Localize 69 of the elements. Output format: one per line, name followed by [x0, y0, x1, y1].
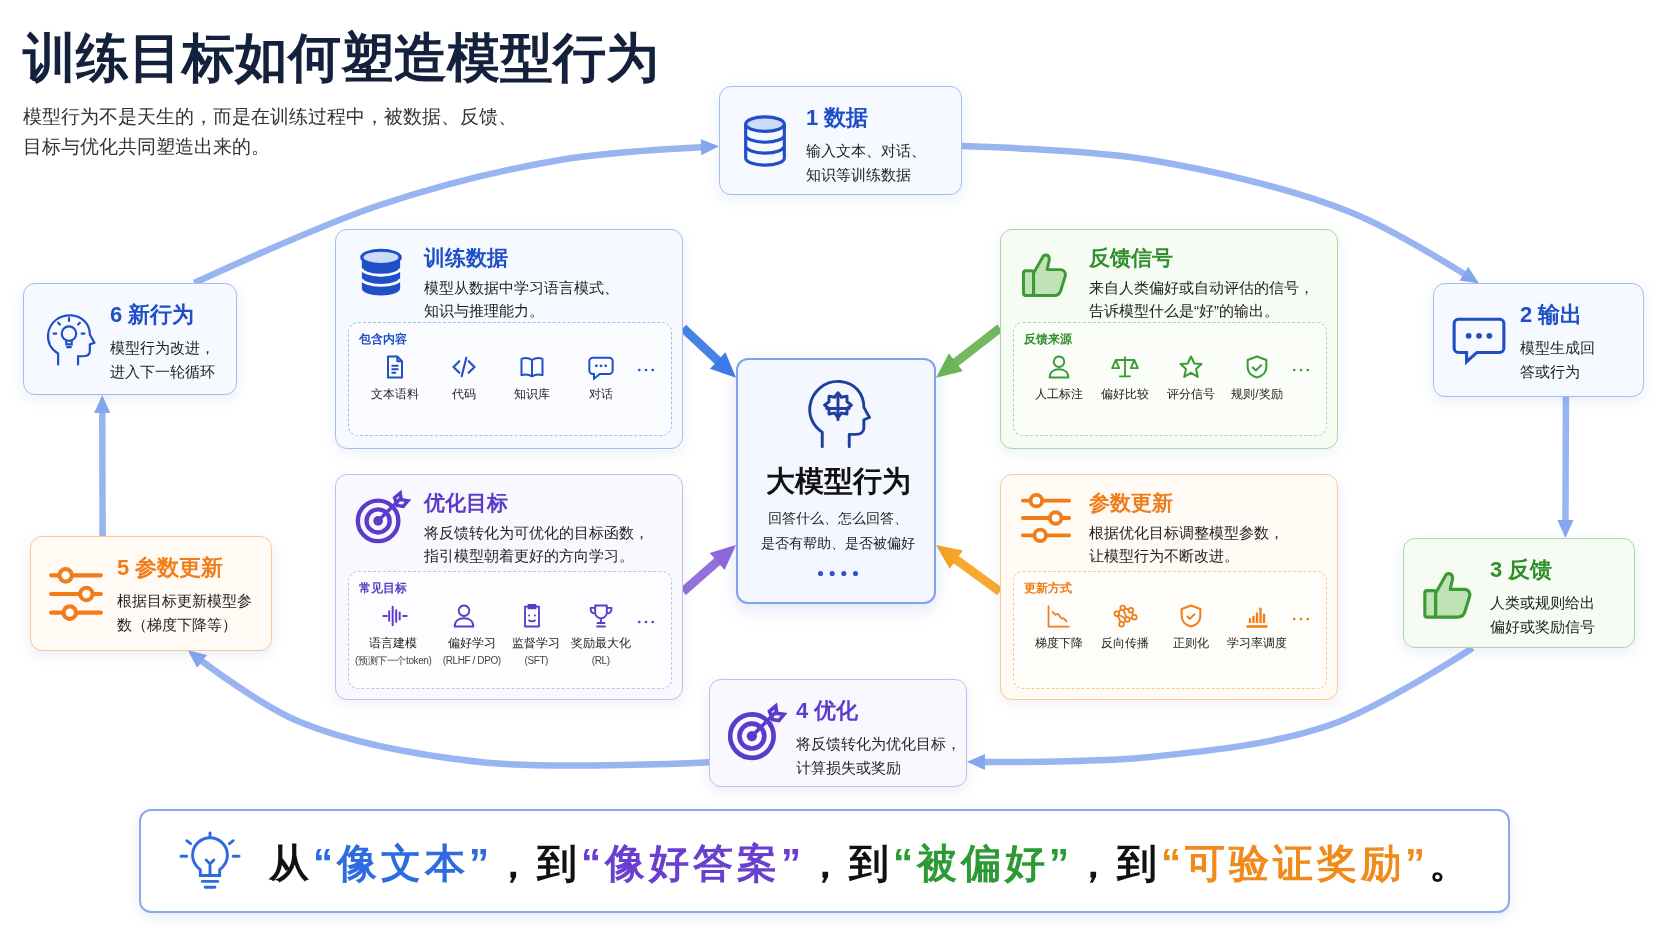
item-label: 偏好学习 — [447, 636, 496, 652]
summary-text: 从“像文本”，到“像好答案”，到“被偏好”，到“可验证奖励”。 — [269, 840, 1473, 887]
item-label: 奖励最大化 — [570, 636, 631, 652]
section-label: 常见目标 — [359, 580, 407, 597]
item-label: 梯度下降 — [1035, 636, 1083, 652]
panel-title: 反馈信号 — [1089, 245, 1173, 271]
subtitle: 模型行为不是天生的，而是在训练过程中，被数据、反馈、目标与优化共同塑造出来的。 — [23, 105, 518, 159]
item-label: 正则化 — [1173, 636, 1209, 652]
arrow — [94, 395, 111, 536]
card-text: 输入文本、对话、知识等训练数据 — [806, 141, 927, 185]
card-text: 将反馈转化为优化目标，计算损失或奖励 — [796, 734, 962, 778]
step-card — [1433, 283, 1644, 397]
item-label: 学习率调度 — [1227, 636, 1287, 652]
panel-title: 参数更新 — [1089, 490, 1173, 516]
card-text: 回答什么、怎么回答、是否有帮助、是否被偏好 — [760, 509, 916, 553]
section-label: 包含内容 — [359, 331, 407, 348]
panel-text: 将反馈转化为可优化的目标函数，指引模型朝着更好的方向学习。 — [424, 523, 650, 567]
objective-panel — [335, 474, 683, 700]
card-title: 2 输出 — [1520, 301, 1583, 329]
dashed-box — [348, 571, 672, 689]
section-label: 更新方式 — [1024, 580, 1072, 597]
card-text: 人类或规则给出偏好或奖励信号 — [1490, 593, 1596, 637]
panel-text: 模型从数据中学习语言模式、知识与推理能力。 — [424, 278, 620, 322]
item-note: (预测下一个token) — [355, 654, 432, 667]
card-title: 6 新行为 — [110, 301, 195, 329]
item-label: 人工标注 — [1035, 387, 1083, 403]
item-label: 规则/奖励 — [1231, 387, 1283, 403]
summary-banner — [139, 809, 1510, 913]
card-title: 1 数据 — [806, 104, 869, 132]
arrow — [187, 650, 710, 769]
step-card — [1403, 538, 1635, 648]
panel-title: 优化目标 — [424, 490, 508, 516]
section-label: 反馈来源 — [1024, 331, 1072, 348]
arrow — [1557, 397, 1574, 538]
item-label: 偏好比较 — [1101, 387, 1149, 403]
title: 训练目标如何塑造模型行为 — [23, 27, 659, 89]
panel-text: 来自人类偏好或自动评估的信号，告诉模型什么是“好”的输出。 — [1089, 278, 1315, 322]
data-panel — [335, 229, 683, 449]
item-note: (RL) — [591, 654, 610, 667]
update-panel — [1000, 474, 1338, 700]
card-text: 模型行为改进，进入下一轮循环 — [110, 338, 216, 382]
step-card — [30, 536, 272, 651]
step-card — [719, 86, 962, 195]
card-title: 4 优化 — [796, 697, 859, 725]
item-label: 评分信号 — [1167, 387, 1215, 403]
dashed-box — [348, 322, 672, 436]
item-note: (SFT) — [524, 654, 549, 667]
center-card — [736, 358, 936, 604]
item-label: 对话 — [588, 387, 613, 403]
feedback-panel — [1000, 229, 1338, 449]
item-label: 语言建模 — [369, 636, 418, 652]
card-title: 3 反馈 — [1490, 556, 1553, 584]
item-label: 知识库 — [514, 387, 551, 403]
card-text: 模型生成回答或行为 — [1520, 338, 1596, 382]
panel-text: 根据优化目标调整模型参数，让模型行为不断改进。 — [1089, 523, 1285, 567]
step-card — [23, 283, 237, 395]
panel-title: 训练数据 — [424, 245, 508, 271]
arrow — [961, 142, 1480, 284]
item-label: 监督学习 — [512, 636, 561, 652]
item-label: 代码 — [451, 387, 476, 403]
card-title: 5 参数更新 — [117, 554, 224, 582]
item-label: 反向传播 — [1101, 636, 1149, 652]
item-label: 文本语料 — [371, 387, 420, 403]
item-note: (RLHF / DPO) — [442, 654, 501, 667]
card-text: 根据目标更新模型参数（梯度下降等） — [117, 591, 253, 635]
step-card — [709, 679, 967, 787]
dashed-box — [1013, 571, 1327, 689]
card-title: 大模型行为 — [764, 464, 912, 499]
dashed-box — [1013, 322, 1327, 436]
